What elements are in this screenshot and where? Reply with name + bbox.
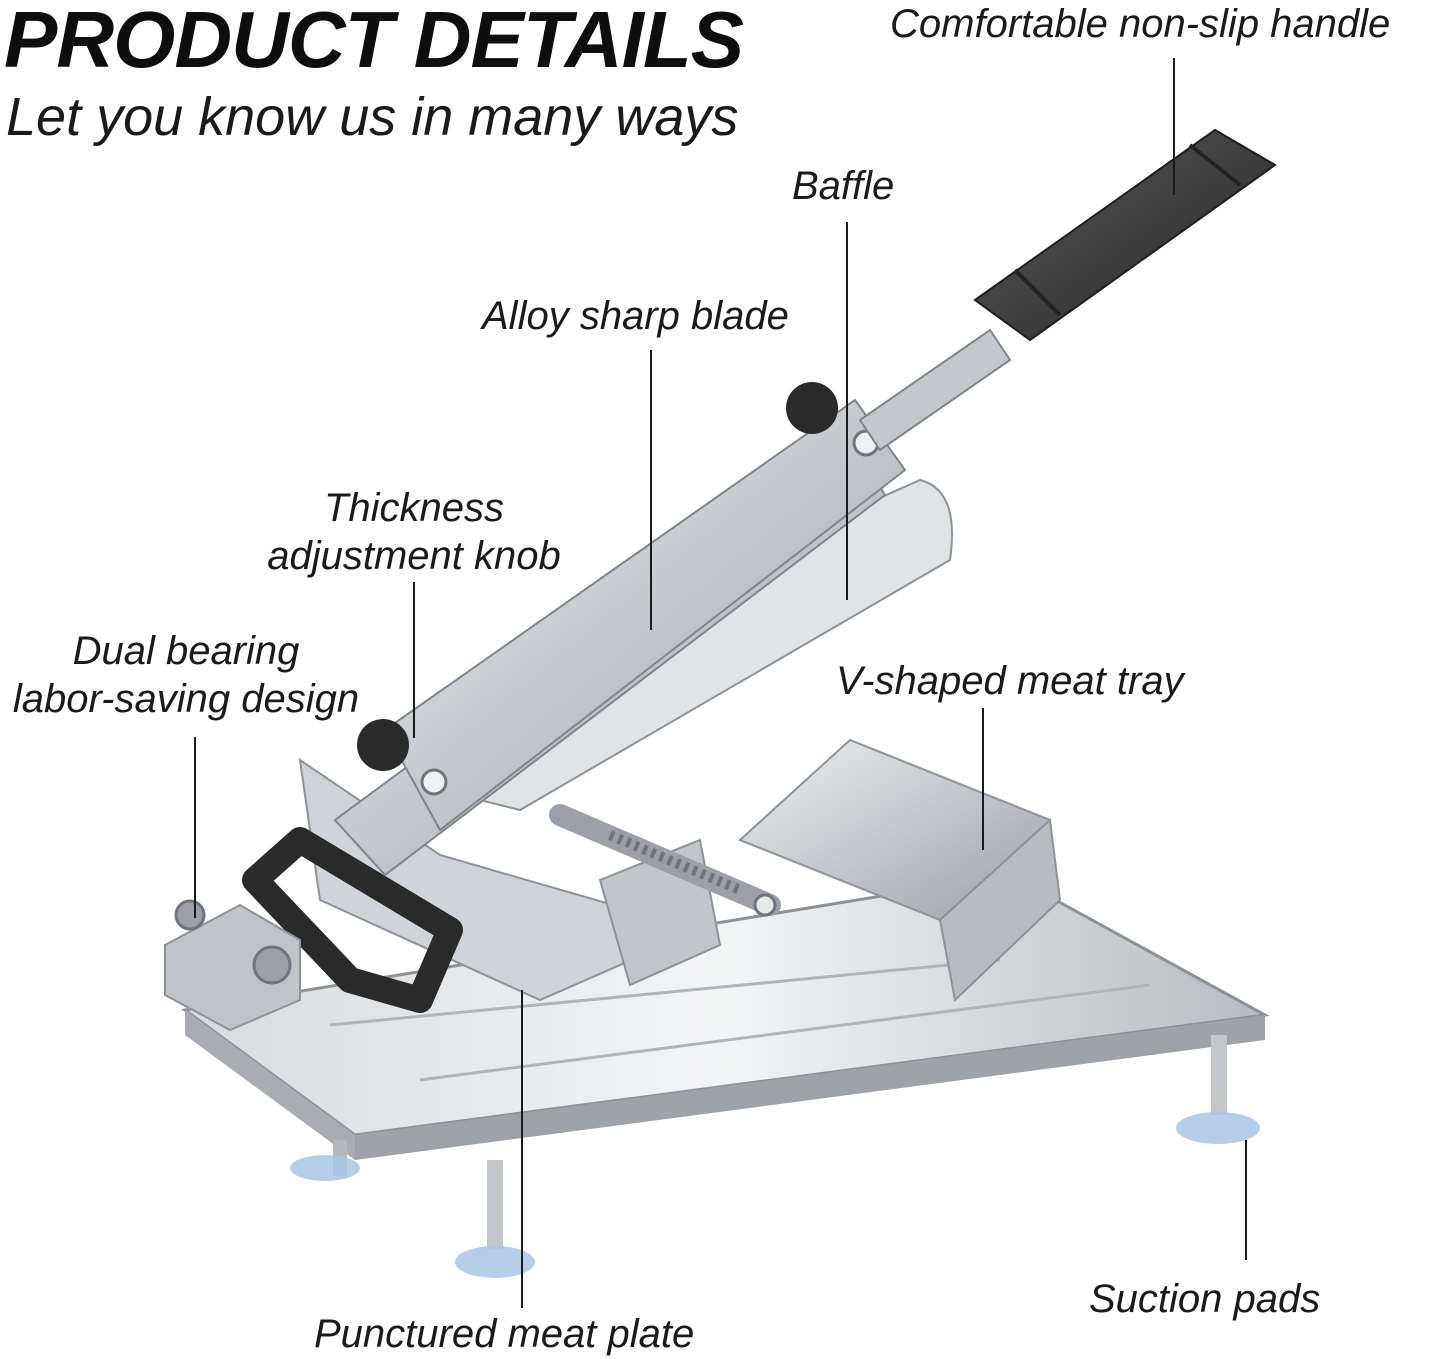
callout-knob: Thickness adjustment knob [248, 484, 580, 580]
suction-pad-legs [290, 1035, 1260, 1278]
v-shaped-tray [738, 738, 1062, 1002]
thickness-knobs [357, 382, 838, 771]
handle [858, 128, 1277, 452]
callout-knob-line1: Thickness [323, 486, 505, 530]
callout-bearing: Dual bearing labor-saving design [0, 627, 372, 723]
callout-plate: Punctured meat plate [314, 1312, 695, 1356]
callout-tray: V-shaped meat tray [836, 659, 1184, 703]
base-plate [181, 873, 1270, 1160]
callout-lines [194, 58, 1247, 1308]
spring-rod [549, 804, 781, 917]
callout-baffle: Baffle [792, 164, 895, 208]
callout-handle: Comfortable non-slip handle [890, 2, 1391, 46]
callout-bearing-line1: Dual bearing [72, 629, 300, 673]
blade-arm [333, 398, 907, 877]
callout-blade: Alloy sharp blade [482, 294, 789, 338]
page-subtitle: Let you know us in many ways [6, 87, 739, 147]
bearing-block [164, 899, 301, 1032]
page-title: PRODUCT DETAILS [4, 0, 744, 84]
callout-knob-line2: adjustment knob [267, 534, 561, 578]
clamp-frame [242, 827, 463, 1013]
callout-bearing-line2: labor-saving design [12, 677, 360, 721]
baffle-guard [457, 478, 953, 812]
callout-suction: Suction pads [1089, 1277, 1321, 1321]
